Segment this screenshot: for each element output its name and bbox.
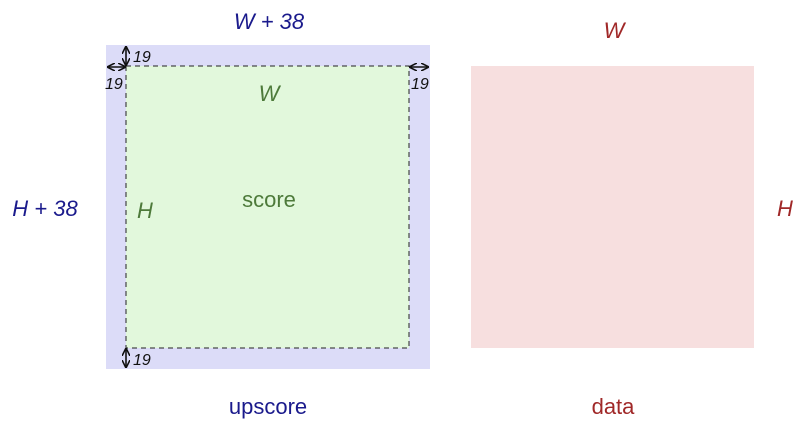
score-height-label: H bbox=[137, 198, 153, 223]
padding-bottom-label: 19 bbox=[133, 352, 151, 369]
upscore-width-label: W + 38 bbox=[234, 9, 305, 34]
padding-top-label: 19 bbox=[133, 49, 151, 66]
score-rect bbox=[126, 66, 409, 348]
data-width-label: W bbox=[604, 18, 627, 43]
data-height-label: H bbox=[777, 196, 793, 221]
data-caption: data bbox=[592, 394, 636, 419]
data-rect bbox=[471, 66, 754, 348]
upscore-height-label: H + 38 bbox=[12, 196, 78, 221]
score-dashed-border bbox=[125, 65, 410, 349]
score-width-label: W bbox=[259, 81, 282, 106]
score-name-label: score bbox=[242, 187, 296, 212]
padding-right-label: 19 bbox=[411, 76, 429, 93]
padding-left-label: 19 bbox=[105, 76, 123, 93]
upscore-caption: upscore bbox=[229, 394, 307, 419]
